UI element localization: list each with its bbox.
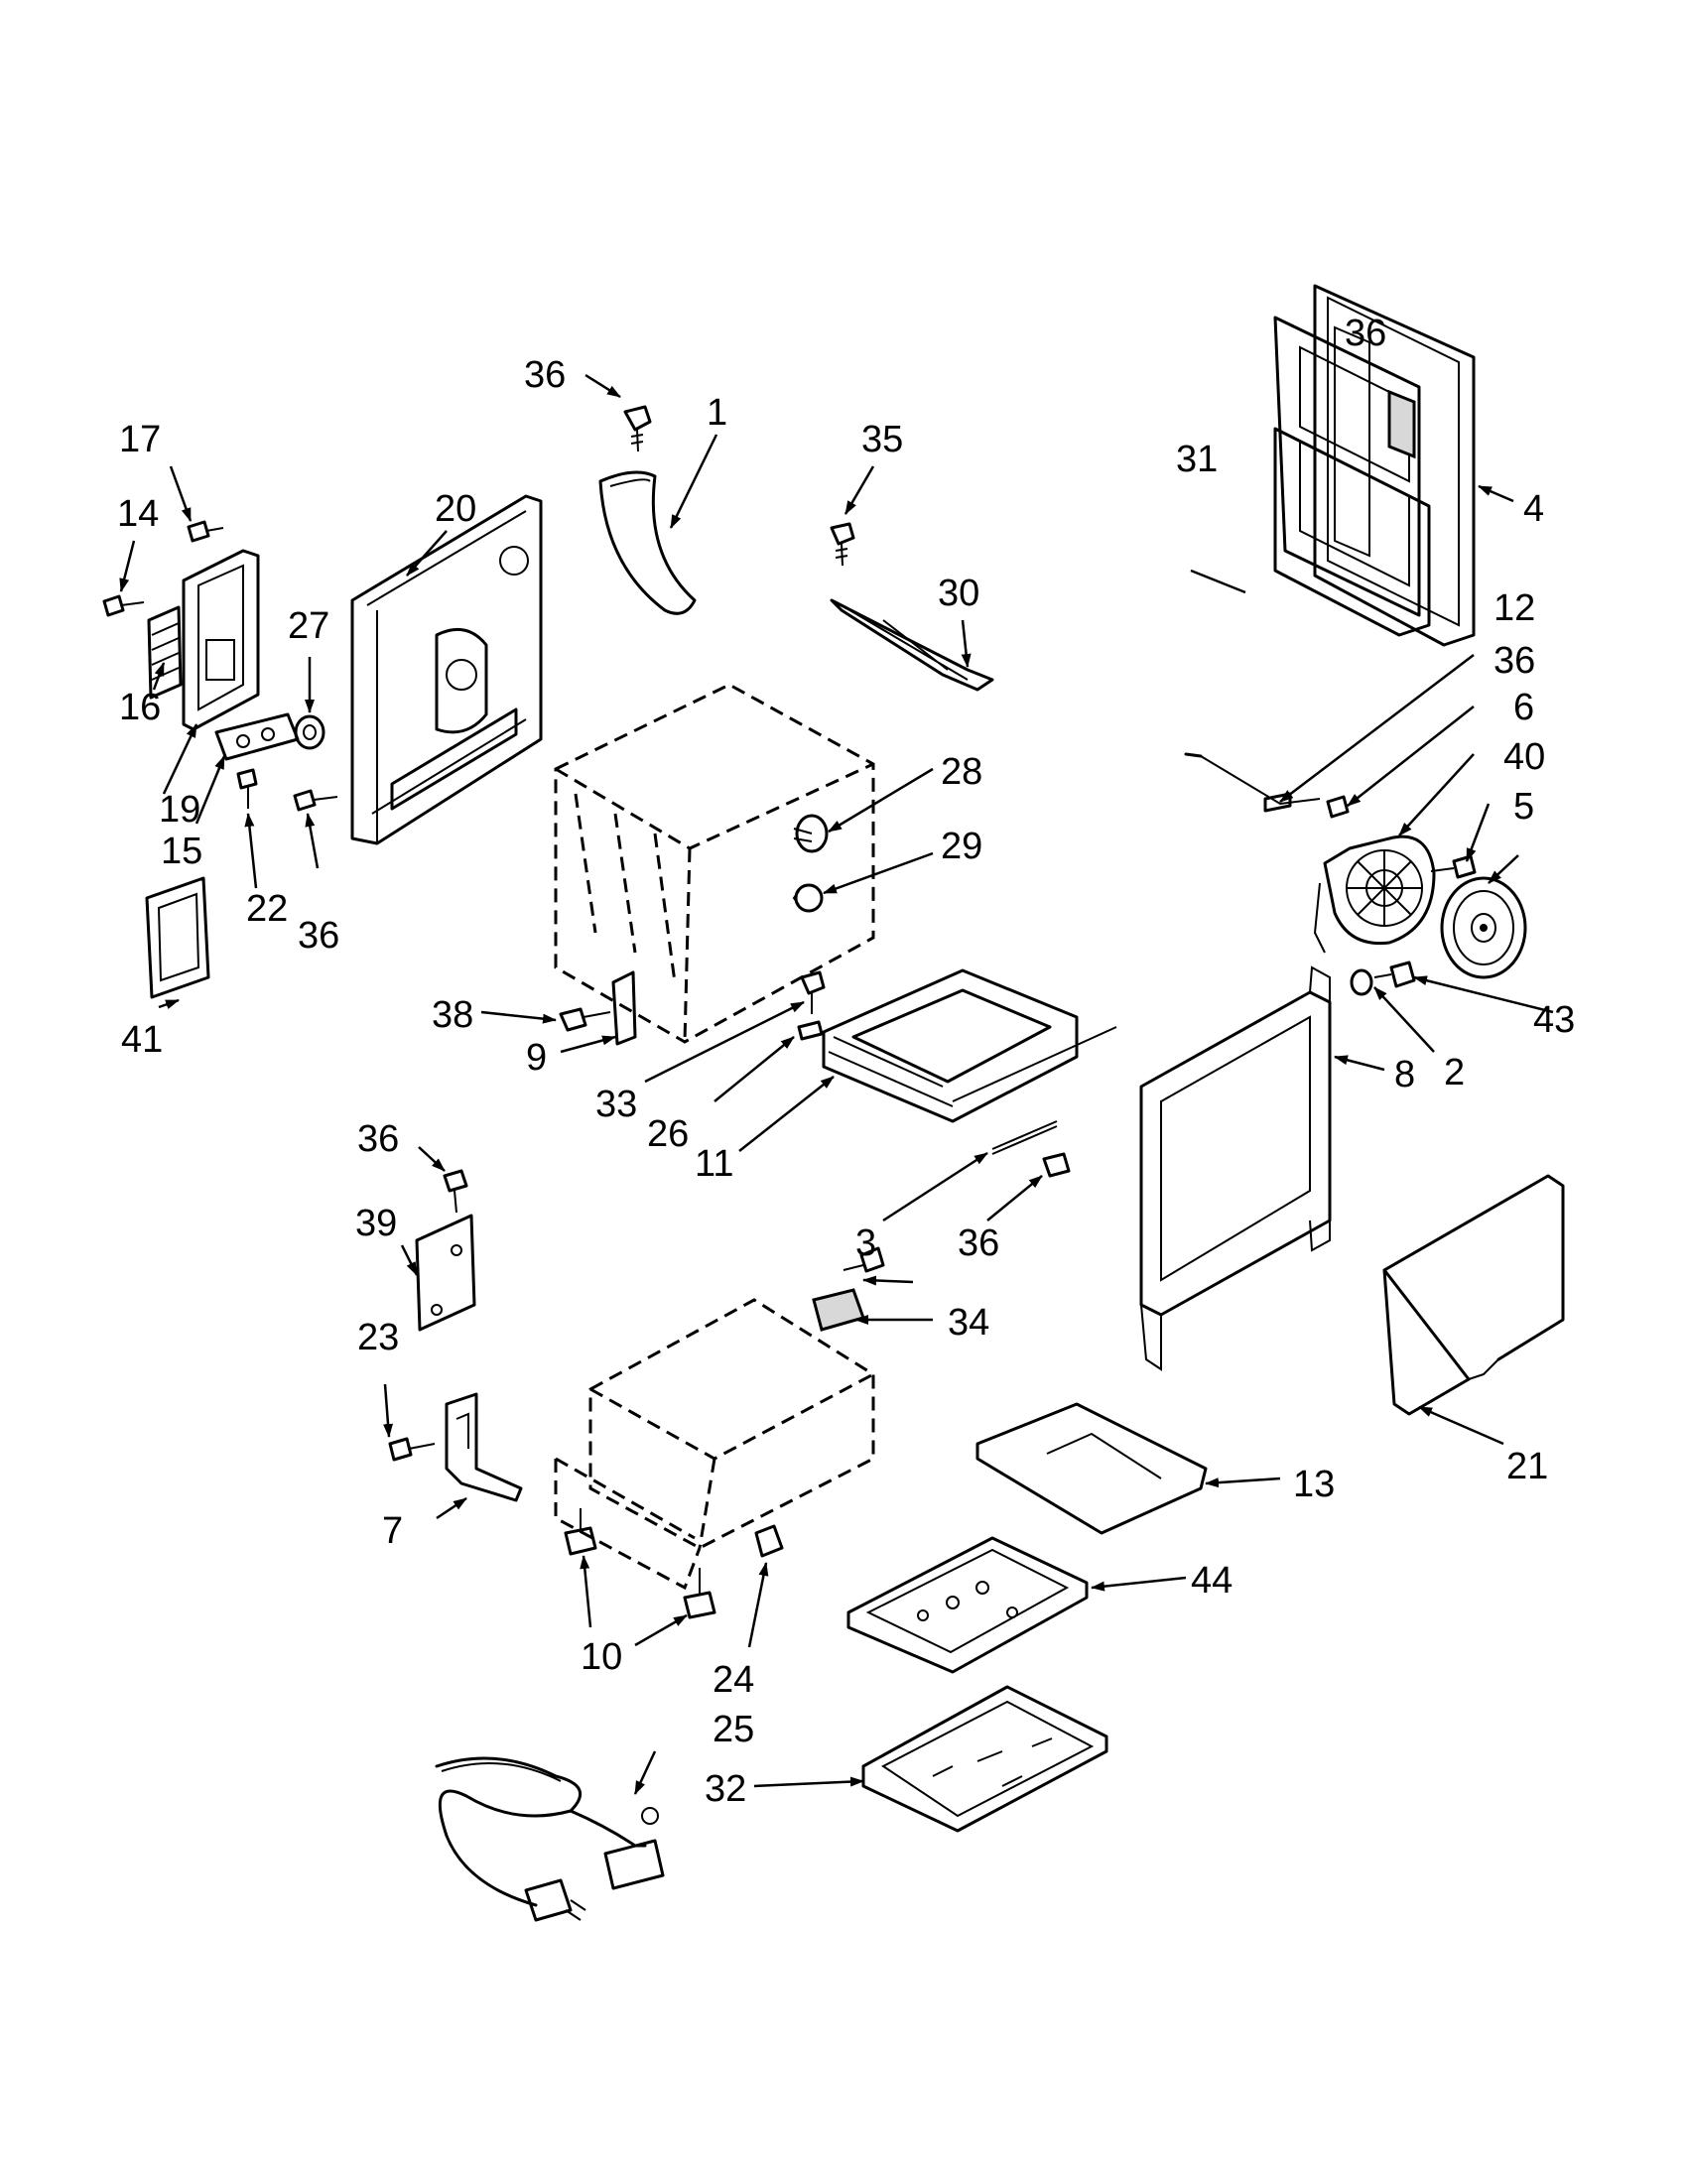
- screw-39-part: [443, 1169, 468, 1214]
- callout-11: 11: [695, 1143, 733, 1185]
- lower-chassis-part: [554, 1298, 875, 1591]
- callout-19: 19: [159, 789, 200, 831]
- callout-28: 28: [941, 751, 982, 793]
- callout-34: 34: [948, 1302, 989, 1344]
- callout-37-mid: 36: [958, 1222, 999, 1264]
- panel-4-part: [1313, 284, 1476, 647]
- callout-13: 13: [1293, 1464, 1335, 1505]
- selector-28-part: [793, 814, 829, 853]
- bracket-9-part: [611, 970, 637, 1046]
- callout-23: 23: [357, 1317, 399, 1358]
- callout-31: 31: [1176, 439, 1218, 480]
- vent-tray-11-part: [822, 968, 1117, 1123]
- callout-2: 2: [1444, 1052, 1465, 1093]
- screw-top-part: [623, 405, 652, 452]
- base-pan-32-part: [861, 1685, 1108, 1833]
- screw-23-part: [388, 1437, 436, 1462]
- callout-32: 32: [705, 1768, 746, 1810]
- bracket-39-part: [415, 1214, 476, 1332]
- screw-20-part: [293, 789, 338, 812]
- callout-24: 24: [713, 1659, 754, 1701]
- grille-16-part: [147, 605, 183, 700]
- callout-30: 30: [938, 573, 979, 614]
- callout-6: 6: [1513, 687, 1534, 728]
- screw-14-part: [102, 594, 145, 617]
- strip-3-part: [991, 1120, 1058, 1155]
- callout-7: 7: [382, 1510, 403, 1552]
- back-panel-part: [350, 494, 543, 845]
- callout-5: 5: [1513, 786, 1534, 828]
- callout-36: 36: [1345, 313, 1386, 354]
- screw-17-part: [187, 520, 224, 543]
- bushing-2-part: [1350, 968, 1373, 996]
- bracket-30-part: [830, 598, 994, 692]
- callout-37-lower: 36: [357, 1118, 399, 1160]
- callout-35: 35: [861, 419, 903, 460]
- light-29-part: [792, 883, 824, 913]
- callout-21: 21: [1506, 1446, 1548, 1487]
- callout-29: 29: [941, 826, 982, 867]
- panel-31-part: [1273, 316, 1431, 637]
- callout-labels: 36 1 35 30 20 17 14 16 19 15 22 27 36 41…: [117, 313, 1575, 1810]
- callout-22: 22: [246, 888, 288, 930]
- housing-19-part: [182, 549, 260, 731]
- screw-6-part: [1326, 795, 1350, 819]
- callout-43: 43: [1533, 999, 1575, 1041]
- callout-37-left: 36: [298, 915, 339, 957]
- oven-cavity-part: [554, 683, 875, 1044]
- screw-33-part: [800, 970, 826, 1014]
- callout-25: 25: [713, 1709, 754, 1750]
- screw-35-part: [830, 522, 855, 567]
- callout-27: 27: [288, 605, 329, 647]
- plate-34-part: [812, 1288, 865, 1332]
- blower-wheel-5-part: [1440, 876, 1527, 979]
- callout-37-right: 36: [1493, 640, 1535, 682]
- screw-43-part: [1373, 961, 1416, 988]
- front-frame-8-part: [1139, 965, 1332, 1371]
- callout-12: 12: [1493, 587, 1535, 629]
- callout-26: 26: [647, 1113, 689, 1155]
- leader-lines: [119, 373, 1554, 1795]
- callout-44: 44: [1191, 1560, 1233, 1602]
- callout-16: 16: [119, 687, 161, 728]
- callout-20: 20: [435, 488, 476, 530]
- callout-41: 41: [121, 1019, 163, 1061]
- callout-37-top: 36: [524, 354, 566, 396]
- callout-3: 3: [855, 1222, 876, 1264]
- callout-8: 8: [1394, 1054, 1415, 1095]
- frame-41-part: [145, 876, 210, 999]
- power-cord-25-part: [435, 1756, 665, 1922]
- screw-mid-part: [843, 1152, 1071, 1273]
- callout-33: 33: [595, 1084, 637, 1125]
- callout-1: 1: [707, 392, 727, 434]
- callout-10: 10: [581, 1636, 622, 1678]
- heat-deflector-part: [598, 470, 697, 615]
- anti-tip-bracket-7-part: [445, 1392, 523, 1502]
- callout-17: 17: [119, 419, 161, 460]
- sensor-12-part: [1184, 752, 1321, 813]
- clip-24-part: [754, 1524, 784, 1558]
- callout-39: 39: [355, 1203, 397, 1244]
- screw-22-part: [236, 768, 258, 809]
- callout-14: 14: [117, 493, 159, 535]
- callout-4: 4: [1523, 488, 1544, 530]
- clip-26-part: [797, 1020, 824, 1041]
- grommet-27-part: [294, 714, 325, 750]
- door-gasket-21-part: [1382, 1174, 1565, 1416]
- callout-9: 9: [526, 1037, 547, 1079]
- blower-6-part: [1313, 835, 1436, 954]
- callout-15: 15: [161, 831, 202, 872]
- drip-pan-44-part: [846, 1536, 1089, 1674]
- callout-40: 40: [1503, 736, 1545, 778]
- screw-38-part: [559, 1007, 611, 1032]
- screw-40-part: [1430, 854, 1477, 879]
- gasket-15-part: [214, 712, 300, 761]
- leveler-foot-part: [564, 1508, 716, 1619]
- cover-13-part: [975, 1402, 1208, 1535]
- callout-38: 38: [432, 994, 473, 1036]
